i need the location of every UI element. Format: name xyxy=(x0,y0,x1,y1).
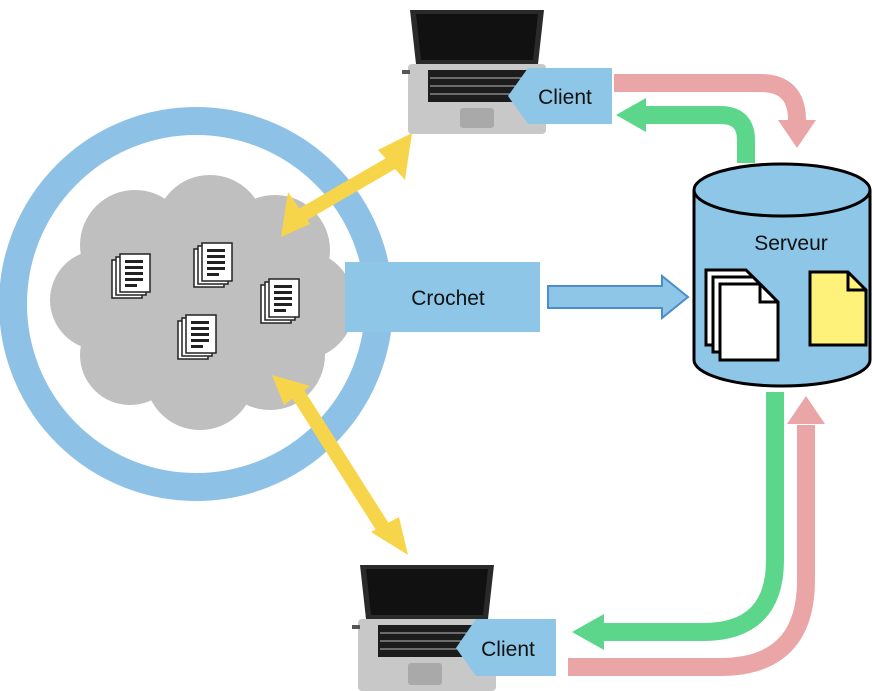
request-arrow-bottom xyxy=(568,396,825,676)
document-icon xyxy=(260,278,300,324)
sync-arrow-bottom xyxy=(272,375,408,555)
file-icon xyxy=(808,270,868,347)
hook-to-server-arrow xyxy=(547,273,690,321)
request-arrow-top xyxy=(614,74,816,148)
client-top-label: Client xyxy=(538,86,592,109)
document-icon xyxy=(177,314,217,360)
laptop-icon xyxy=(402,10,546,134)
response-arrow-top xyxy=(616,98,755,163)
client-bottom-label-box: Client xyxy=(456,619,556,676)
document-icon xyxy=(704,268,780,362)
hook-label-box: Crochet xyxy=(345,262,540,332)
client-top-label-box: Client xyxy=(508,68,612,124)
hook-label: Crochet xyxy=(411,287,485,310)
client-bottom-label: Client xyxy=(481,638,535,661)
document-icon xyxy=(111,253,151,299)
server-label: Serveur xyxy=(754,232,828,255)
sync-arrow-top xyxy=(281,133,412,237)
response-arrow-bottom xyxy=(572,392,784,650)
document-icon xyxy=(193,242,233,288)
